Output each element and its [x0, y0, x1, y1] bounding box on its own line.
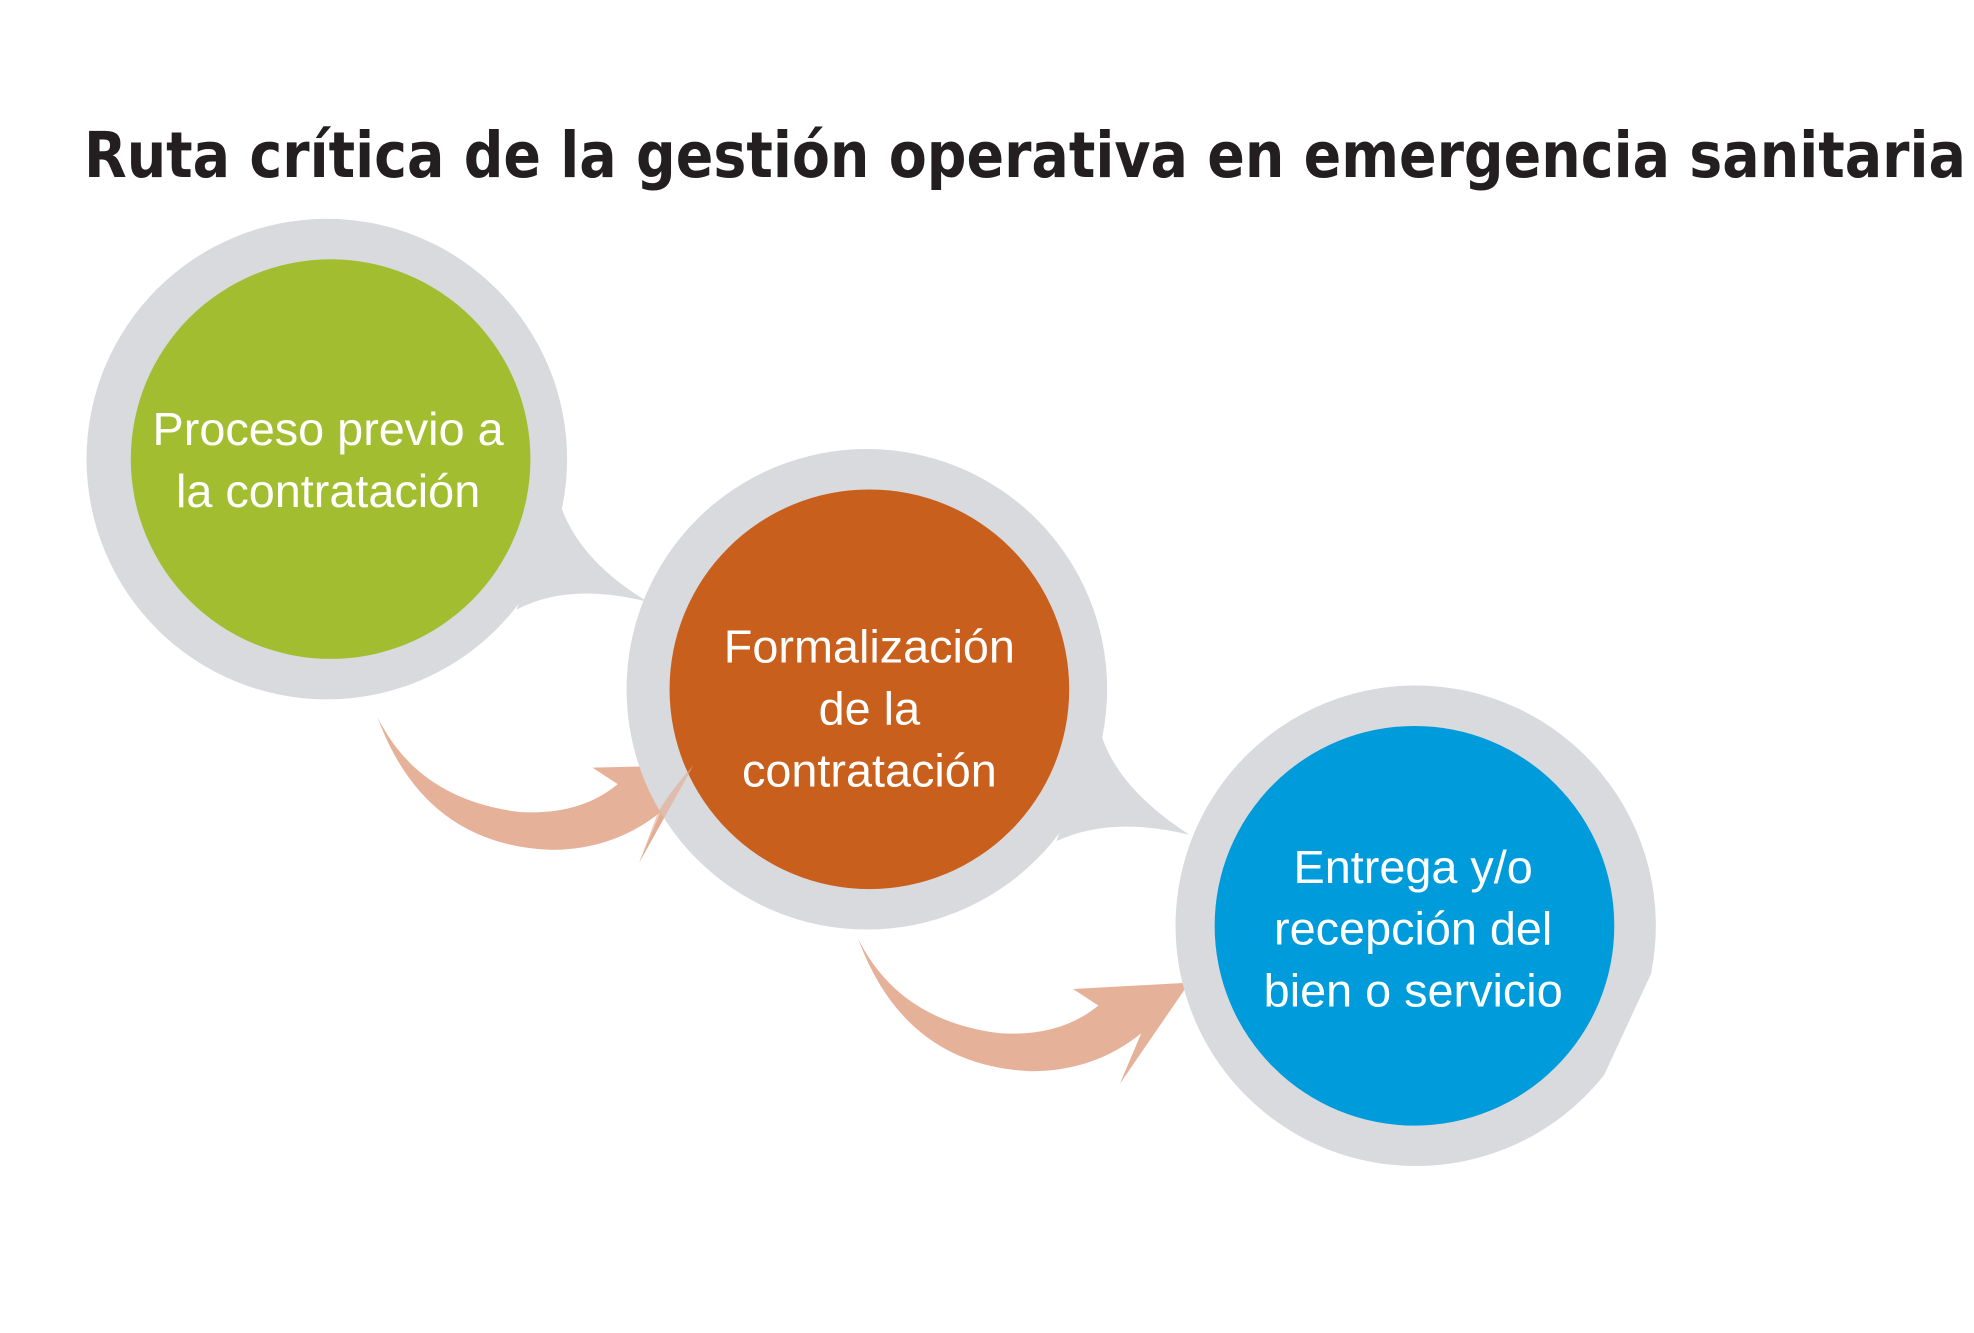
step-2-label-line-1: Formalización [724, 621, 1015, 673]
step-2-circle [669, 489, 1070, 890]
arrow-1-icon [377, 717, 694, 863]
step-2-label-line-3: contratación [742, 745, 997, 797]
step-3-circle [1214, 725, 1615, 1126]
step-3-label-line-3: bien o servicio [1264, 965, 1563, 1017]
step-3-label-line-1: Entrega y/o [1294, 841, 1533, 893]
arrow-1-tip-overlay [639, 765, 694, 863]
step-3-label-line-2: recepción del [1274, 903, 1552, 955]
step-1-label-line-2: la contratación [176, 465, 480, 517]
step-1-label-line-1: Proceso previo a [153, 403, 505, 455]
step-2-label-line-2: de la [819, 683, 921, 735]
arrow-2-icon [858, 938, 1190, 1084]
step-3: Entrega y/o recepción del bien o servici… [1175, 685, 1656, 1167]
step-1-circle [130, 259, 531, 659]
step-1: Proceso previo a la contratación [86, 218, 568, 700]
diagram-title: Ruta crítica de la gestión operativa en … [84, 118, 1966, 192]
step-2: Formalización de la contratación [626, 448, 1108, 930]
